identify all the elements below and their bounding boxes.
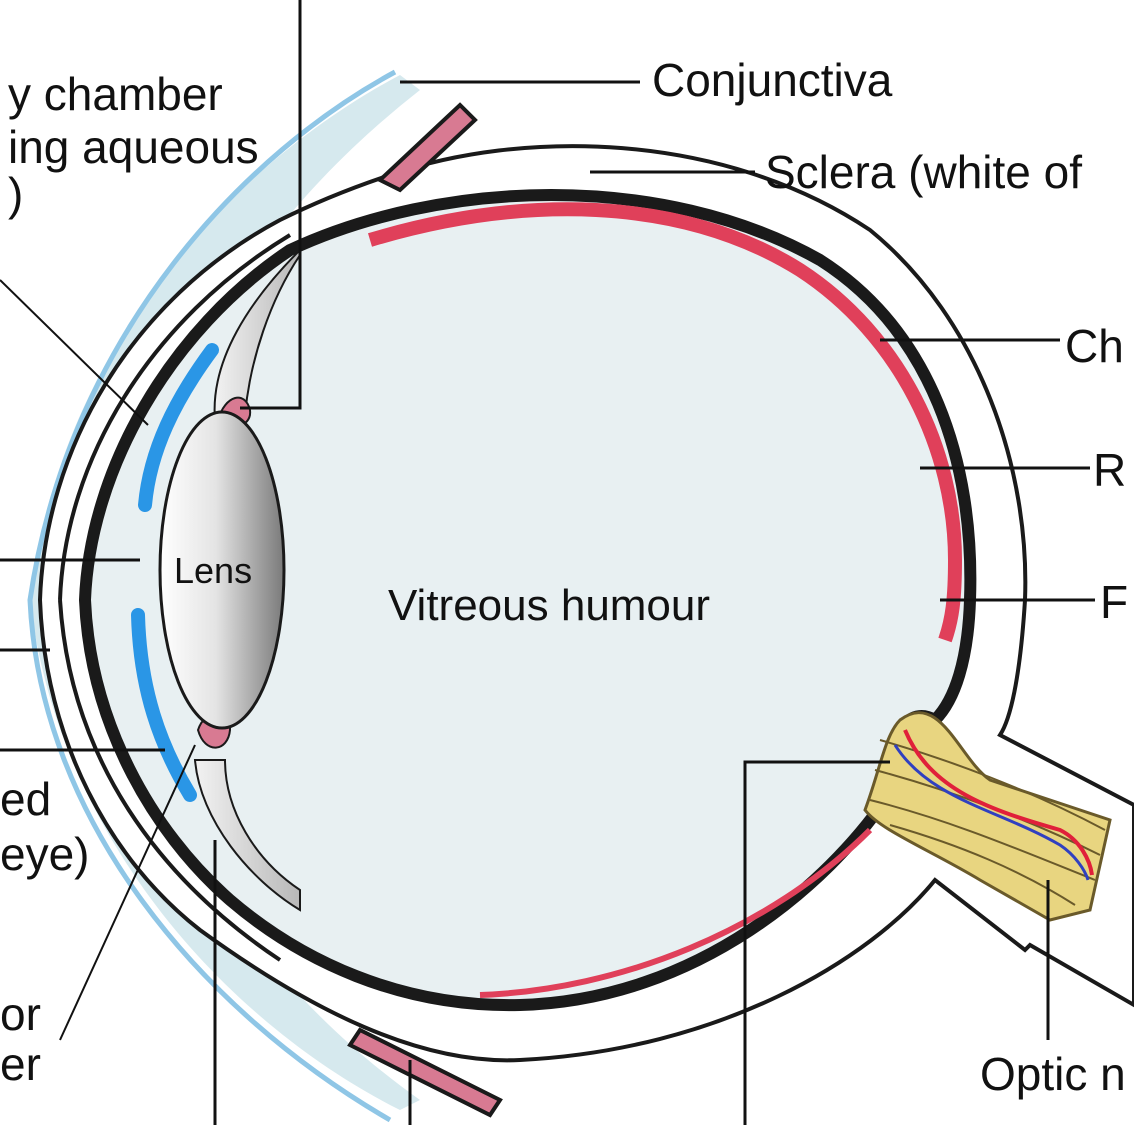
label-fovea: F xyxy=(1100,576,1128,628)
label-left-mid-1: ed xyxy=(0,773,51,825)
label-left-low-1: or xyxy=(0,988,41,1040)
label-sclera: Sclera (white of xyxy=(765,146,1082,198)
label-anterior-chamber-3: ) xyxy=(8,168,23,220)
label-left-low-2: er xyxy=(0,1038,41,1090)
label-optic-nerve: Optic n xyxy=(980,1048,1126,1100)
label-vitreous-humour: Vitreous humour xyxy=(388,581,710,630)
label-conjunctiva: Conjunctiva xyxy=(652,54,893,106)
label-anterior-chamber-2: ing aqueous xyxy=(8,121,259,173)
label-retina: R xyxy=(1093,444,1126,496)
label-lens: Lens xyxy=(174,550,252,591)
label-choroid: Ch xyxy=(1065,320,1124,372)
label-left-mid-2: eye) xyxy=(0,828,89,880)
label-anterior-chamber-1: y chamber xyxy=(8,68,223,120)
